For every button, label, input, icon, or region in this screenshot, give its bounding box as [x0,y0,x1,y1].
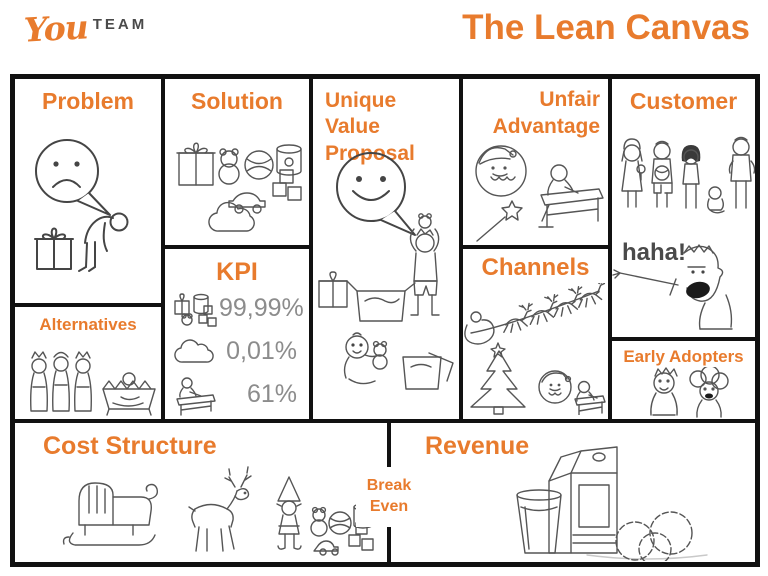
cell-early-adopters: Early Adopters [612,341,755,419]
cell-problem: Problem [15,79,161,303]
page-title: The Lean Canvas [462,8,750,47]
kpi-value: 99,99% [219,294,304,322]
lean-canvas-grid: Problem [10,74,760,567]
early-adopter-kids-illustration-icon [650,367,729,418]
youteam-logo: You TEAM [23,7,148,50]
child-desk-icon [173,375,219,416]
cell-channels: Channels [463,249,608,419]
kpi-heading: KPI [216,258,258,286]
toys-icon [173,289,219,329]
channels-heading: Channels [481,254,590,281]
revenue-heading: Revenue [425,432,530,460]
solution-heading: Solution [191,88,283,114]
sleigh-reindeer-tree-illustration-icon [464,283,608,415]
break-even-label: Break Even [356,467,422,527]
sad-bubble-illustration-icon [34,139,129,272]
cell-kpi: KPI 99,99% [165,249,309,419]
pointing-bully-illustration-icon [612,244,733,330]
cell-unique-value-proposal: Unique Value Proposal [313,79,459,419]
cell-customer: Customer [612,79,755,337]
customer-heading: Customer [629,88,738,114]
cell-cost-structure: Cost Structure [15,423,387,562]
logo-word-text: TEAM [92,16,148,33]
santa-wand-desk-illustration-icon [475,145,604,242]
kpi-value: 0,01% [226,337,297,365]
problem-heading: Problem [41,88,135,114]
cell-unfair-advantage: Unfair Advantage [463,79,608,245]
cell-solution: Solution [165,79,309,245]
happy-bubble-children-illustration-icon [318,152,454,390]
kpi-row: 61% [165,373,309,416]
cell-alternatives: Alternatives [15,307,161,419]
logo-script-text: You [23,7,89,50]
milk-cookies-illustration-icon [516,446,708,561]
wise-men-manger-illustration-icon [30,351,156,416]
kpi-value: 61% [246,380,297,408]
cell-revenue: Revenue [391,423,755,562]
early-adopters-heading: Early Adopters [623,347,744,366]
kpi-row: 0,01% [165,330,309,373]
cloud-icon [173,332,219,372]
kpi-row: 99,99% [165,287,309,330]
alternatives-heading: Alternatives [39,315,137,334]
children-group-illustration-icon [621,136,755,214]
toys-gifts-illustration-icon [176,142,302,232]
sleigh-reindeer-elf-toys-illustration-icon [62,466,374,556]
unfair-advantage-heading: Unfair Advantage [492,88,600,139]
haha-annotation: haha! [622,239,687,266]
cost-structure-heading: Cost Structure [43,432,217,460]
